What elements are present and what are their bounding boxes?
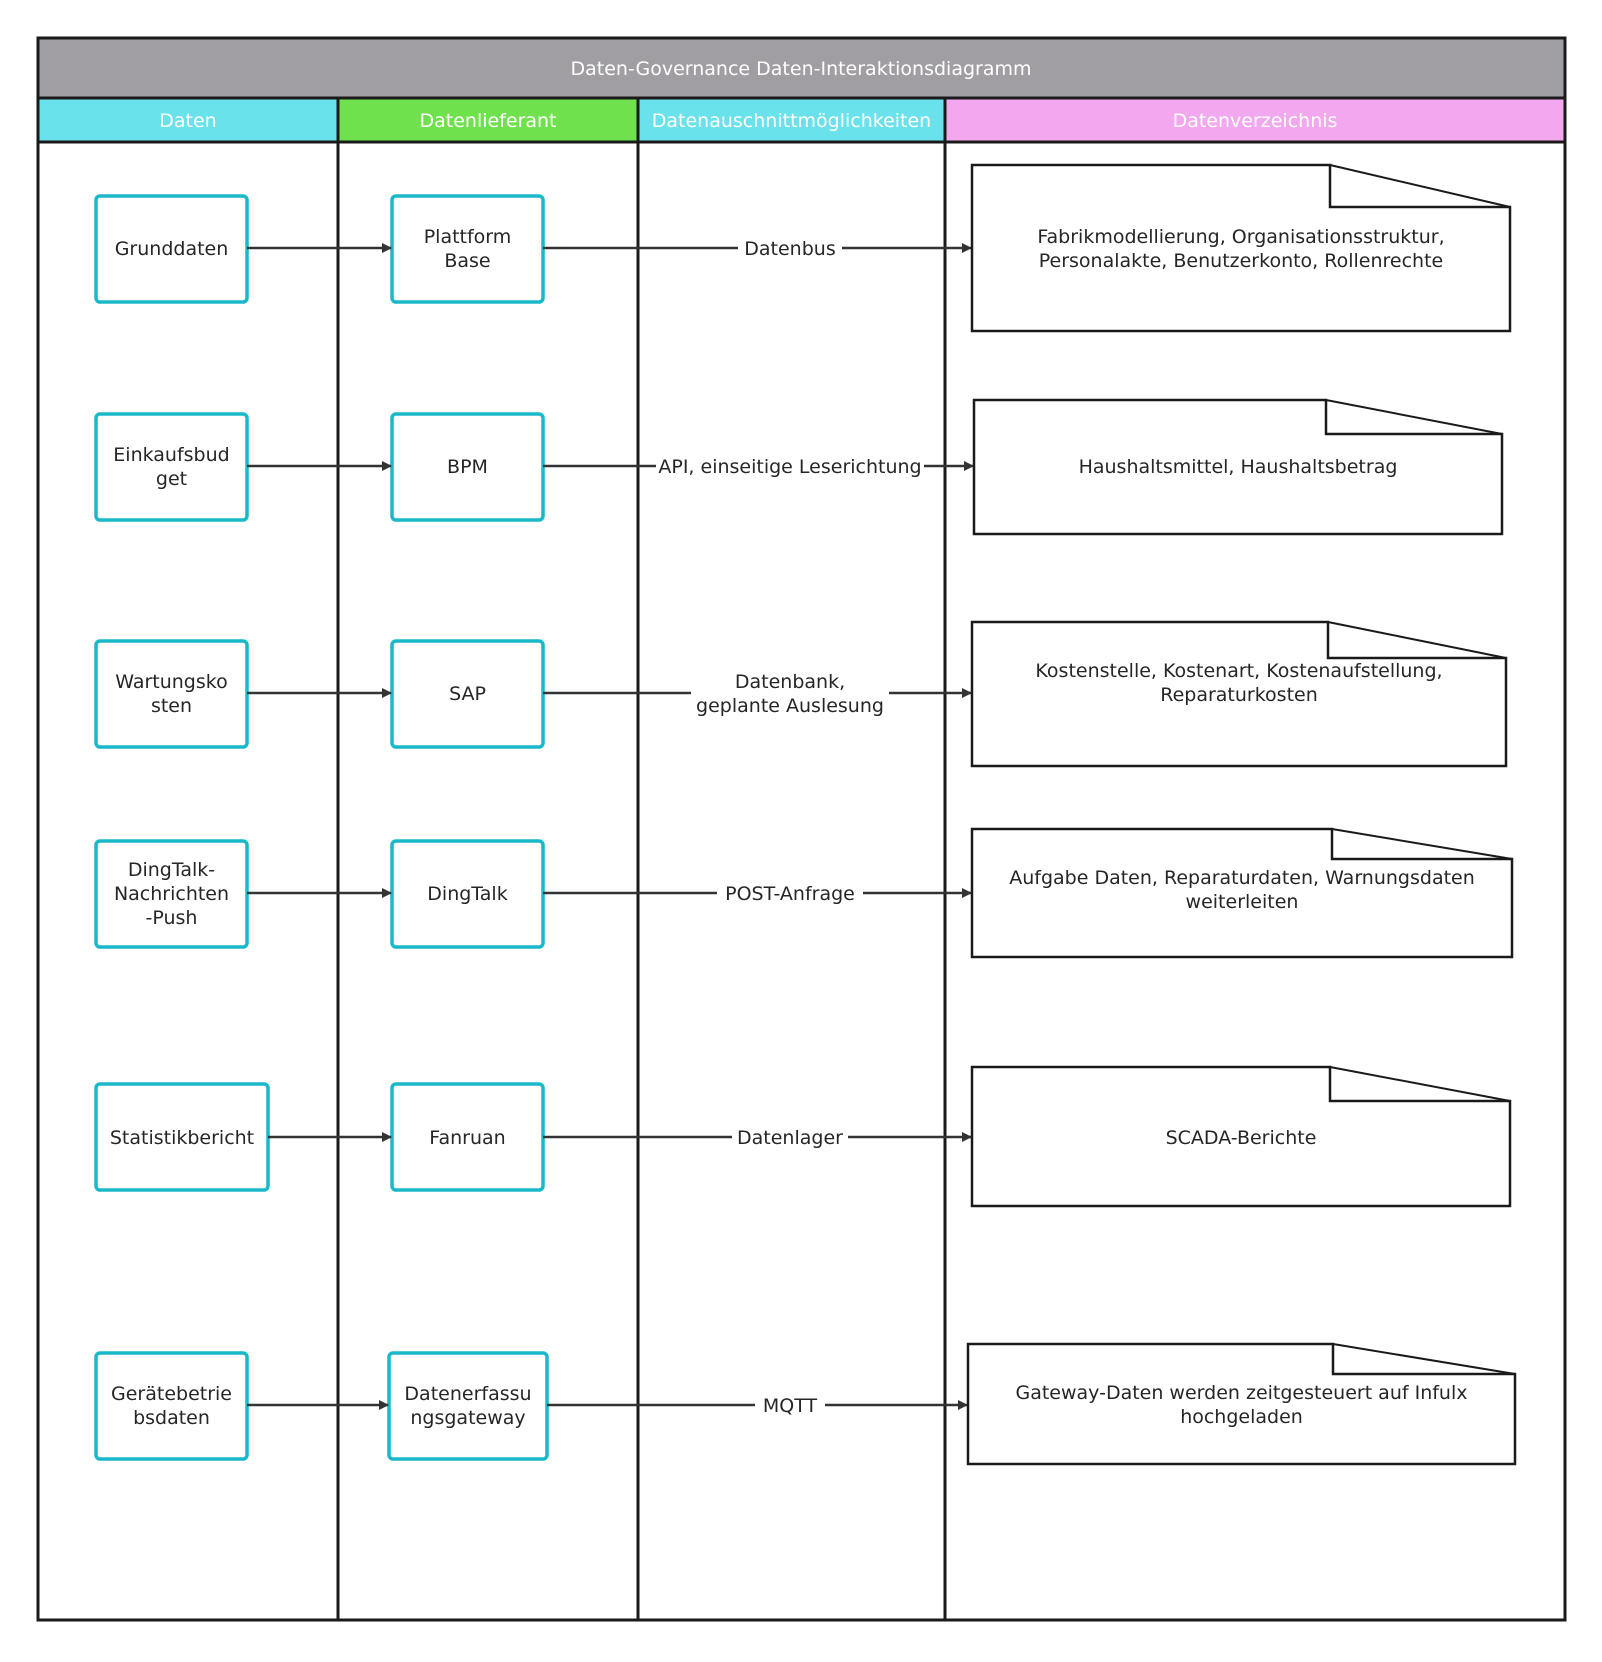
interface-label: API, einseitige Leserichtung <box>658 456 921 478</box>
lane-headers: Daten Datenlieferant Datenauschnittmöglich… <box>36 96 1567 144</box>
catalog-note[interactable] <box>970 163 1512 333</box>
data-node-label: bsdaten <box>133 1407 210 1429</box>
data-node-label: DingTalk- <box>128 859 215 881</box>
note-fold <box>1331 828 1513 860</box>
lane-header-datenlieferant <box>336 96 640 144</box>
catalog-note-text: SCADA-Berichte <box>1166 1127 1317 1149</box>
interface-label: Datenlager <box>737 1127 843 1149</box>
lane-header-label: Datenverzeichnis <box>1173 110 1338 132</box>
diagram-title: Daten-Governance Daten-Interaktionsdiagr… <box>570 58 1031 80</box>
interface-label: Datenbus <box>744 238 835 260</box>
diagram-row: Statistikbericht Fanruan Datenlager SCADA-B… <box>94 1065 1512 1208</box>
catalog-note-text: Aufgabe Daten, Reparaturdaten, Warnungsd… <box>1009 867 1475 889</box>
provider-node-label: Plattform <box>424 226 512 248</box>
provider-node-label: BPM <box>447 456 488 478</box>
data-node-label: -Push <box>146 907 198 929</box>
interface-label: Datenbank, <box>735 671 845 693</box>
catalog-note-text: hochgeladen <box>1180 1406 1303 1428</box>
interface-label: POST-Anfrage <box>725 883 855 905</box>
interface-label: MQTT <box>763 1395 818 1417</box>
data-node-label: Statistikbericht <box>110 1127 254 1149</box>
lane-header-datenverzeichnis <box>943 96 1567 144</box>
data-node-label: Gerätebetrie <box>111 1383 232 1405</box>
provider-node-label: Fanruan <box>429 1127 505 1149</box>
catalog-note-text: Haushaltsmittel, Haushaltsbetrag <box>1079 456 1398 478</box>
lane-header-daten <box>36 96 340 144</box>
data-node-label: Wartungsko <box>115 671 227 693</box>
catalog-note-text: Kostenstelle, Kostenart, Kostenaufstellu… <box>1035 660 1442 682</box>
catalog-note-text: Fabrikmodellierung, Organisationsstruktu… <box>1037 226 1444 248</box>
lane-header-label: Datenauschnittmöglichkeiten <box>652 110 931 132</box>
note-fold <box>1332 1343 1516 1375</box>
data-node-label: Grunddaten <box>115 238 229 260</box>
lane-header-label: Datenlieferant <box>419 110 556 132</box>
lane-dividers <box>336 98 947 1620</box>
provider-node-label: Datenerfassu <box>404 1383 531 1405</box>
interface-label: geplante Auslesung <box>696 695 884 717</box>
catalog-note[interactable] <box>966 1342 1517 1466</box>
catalog-note-text: Reparaturkosten <box>1160 684 1318 706</box>
catalog-note-text: Personalakte, Benutzerkonto, Rollenrecht… <box>1039 250 1443 272</box>
data-node-label: Nachrichten <box>114 883 229 905</box>
data-node-label: get <box>156 468 187 490</box>
provider-node-label: SAP <box>449 683 486 705</box>
catalog-note-text: Gateway-Daten werden zeitgesteuert auf I… <box>1015 1382 1467 1404</box>
note-fold <box>1325 399 1503 435</box>
data-node-label: sten <box>151 695 192 717</box>
provider-node-label: ngsgateway <box>410 1407 525 1429</box>
catalog-note-text: weiterleiten <box>1186 891 1299 913</box>
diagram-row: DingTalk-Nachrichten-Push DingTalk POST-An… <box>94 827 1514 959</box>
lane-header-label: Daten <box>159 110 216 132</box>
provider-node-label: DingTalk <box>427 883 507 905</box>
note-fold <box>1329 164 1511 208</box>
diagram-frame <box>36 36 1567 1622</box>
note-fold <box>1327 621 1507 659</box>
provider-node-label: Base <box>444 250 490 272</box>
data-node-label: Einkaufsbud <box>113 444 229 466</box>
note-fold <box>1329 1066 1511 1102</box>
